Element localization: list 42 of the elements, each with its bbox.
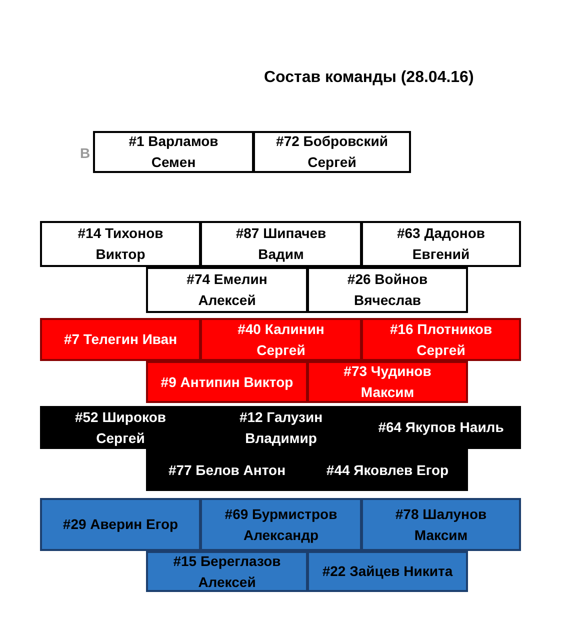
player-name: #16 Плотников Сергей	[388, 320, 494, 360]
player-name: #12 Галузин Владимир	[238, 408, 324, 448]
player-box	[200, 498, 362, 551]
player-box	[361, 221, 521, 267]
player-name: #44 Яковлев Егор	[326, 460, 449, 480]
player-name: #9 Антипин Виктор	[160, 372, 294, 392]
group-label: В	[80, 144, 90, 163]
player-box	[146, 361, 308, 403]
player-box	[307, 267, 468, 313]
player-name: #63 Дадонов Евгений	[396, 224, 486, 264]
player-box	[200, 221, 362, 267]
player-box	[361, 498, 521, 551]
player-name: #77 Белов Антон	[168, 460, 286, 480]
player-box	[307, 361, 468, 403]
player-box	[40, 498, 201, 551]
title: Состав команды (28.04.16)	[264, 68, 474, 88]
player-name: #72 Бобровский Сергей	[275, 132, 389, 172]
player-box	[307, 551, 468, 592]
player-name: #29 Аверин Егор	[62, 515, 178, 534]
player-box	[40, 318, 201, 361]
player-name: #26 Войнов Вячеслав	[346, 270, 429, 310]
player-name: #73 Чудинов Максим	[342, 362, 432, 402]
player-name: #7 Телегин Иван	[64, 330, 178, 349]
player-name: #15 Береглазов Алексей	[172, 552, 282, 592]
player-name: #69 Бурмистров Александр	[224, 504, 338, 545]
player-name: #78 Шалунов Максим	[394, 504, 488, 544]
player-name: #74 Емелин Алексей	[186, 270, 268, 310]
player-name: #14 Тихонов Виктор	[76, 224, 164, 264]
player-name: #87 Шипачев Вадим	[234, 224, 328, 264]
player-box	[361, 318, 521, 361]
player-name: #52 Широков Сергей	[74, 408, 167, 448]
player-box	[146, 551, 308, 592]
player-name: #40 Калинин Сергей	[236, 320, 326, 360]
player-box	[253, 131, 411, 173]
player-name: #22 Зайцев Никита	[322, 562, 453, 581]
player-box	[40, 221, 201, 267]
player-box	[146, 267, 308, 313]
player-box	[40, 406, 201, 449]
player-box	[200, 318, 362, 361]
player-name: #64 Якупов Наиль	[378, 418, 504, 437]
player-box	[93, 131, 254, 173]
player-name: #1 Варламов Семен	[128, 132, 220, 172]
